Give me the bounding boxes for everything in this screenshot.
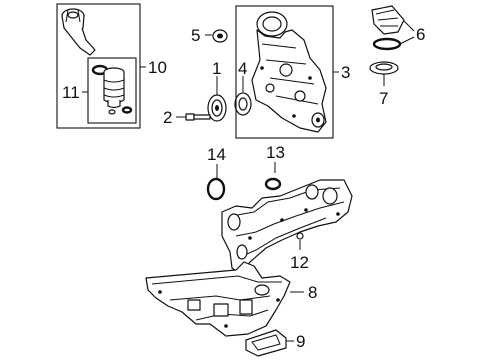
filter-small-seal	[121, 106, 133, 114]
front-seal-group: 5 1 2 4	[163, 26, 252, 127]
part-7-flange-seal	[369, 61, 399, 75]
gasket-group: 14 13	[206, 143, 285, 201]
part-8-oil-pan	[145, 261, 291, 337]
timing-cover-group: 3	[235, 5, 350, 139]
part-1-pulley	[207, 94, 227, 122]
callout-7: 7	[379, 89, 388, 108]
callout-1: 1	[212, 59, 221, 78]
callout-13: 13	[266, 143, 285, 162]
intake-manifold-group: 12	[221, 179, 353, 275]
callout-5: 5	[191, 26, 200, 45]
filter-group-box	[56, 3, 141, 129]
callout-3: 3	[341, 63, 350, 82]
callout-2: 2	[163, 108, 172, 127]
part-4-crank-seal	[234, 92, 252, 116]
part-14-gasket	[206, 177, 226, 201]
filter-element	[103, 67, 125, 109]
filter-cap	[61, 8, 96, 56]
part-13-gasket	[264, 177, 282, 191]
callout-6: 6	[416, 25, 425, 44]
callout-10: 10	[148, 58, 167, 77]
upper-right-parts: 6 7	[369, 5, 425, 108]
callout-12: 12	[290, 253, 309, 272]
oil-pan-group: 8	[145, 261, 317, 337]
oil-filter-assembly: 10 11	[56, 3, 167, 129]
callout-11: 11	[62, 83, 80, 102]
callout-8: 8	[308, 283, 317, 302]
drain-cover-group: 9	[245, 329, 305, 357]
filter-element-box	[87, 57, 137, 124]
callout-14: 14	[207, 145, 226, 164]
part-6-boot	[371, 5, 405, 51]
filter-drain-plug	[108, 109, 116, 115]
callout-4: 4	[238, 59, 247, 78]
part-3-timing-cover	[251, 11, 327, 133]
part-2-bolt	[185, 113, 211, 121]
part-12-intake-manifold	[221, 179, 353, 275]
part-9-cover-plate	[245, 329, 287, 357]
callout-9: 9	[296, 332, 305, 351]
